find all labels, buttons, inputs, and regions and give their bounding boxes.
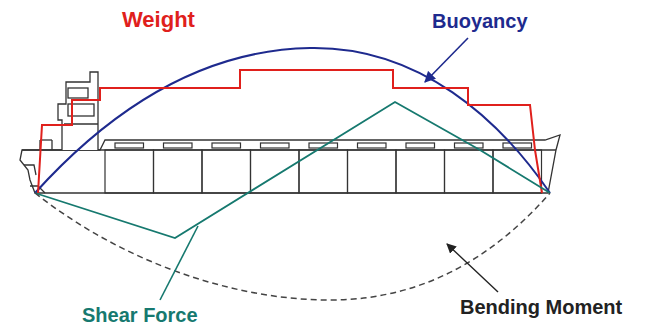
weight-label: Weight bbox=[120, 8, 197, 32]
weight-curve bbox=[38, 70, 542, 193]
bending-moment-label: Bending Moment bbox=[458, 296, 624, 318]
bending-leader bbox=[447, 244, 498, 292]
buoyancy-leader bbox=[425, 38, 468, 82]
shear-leader bbox=[160, 226, 198, 300]
cargo-holds bbox=[105, 143, 542, 193]
buoyancy-curve bbox=[35, 48, 550, 193]
bending-moment-curve bbox=[35, 193, 550, 300]
buoyancy-label: Buoyancy bbox=[430, 10, 530, 32]
shear-force-curve bbox=[35, 102, 550, 238]
shear-force-label: Shear Force bbox=[80, 304, 200, 326]
